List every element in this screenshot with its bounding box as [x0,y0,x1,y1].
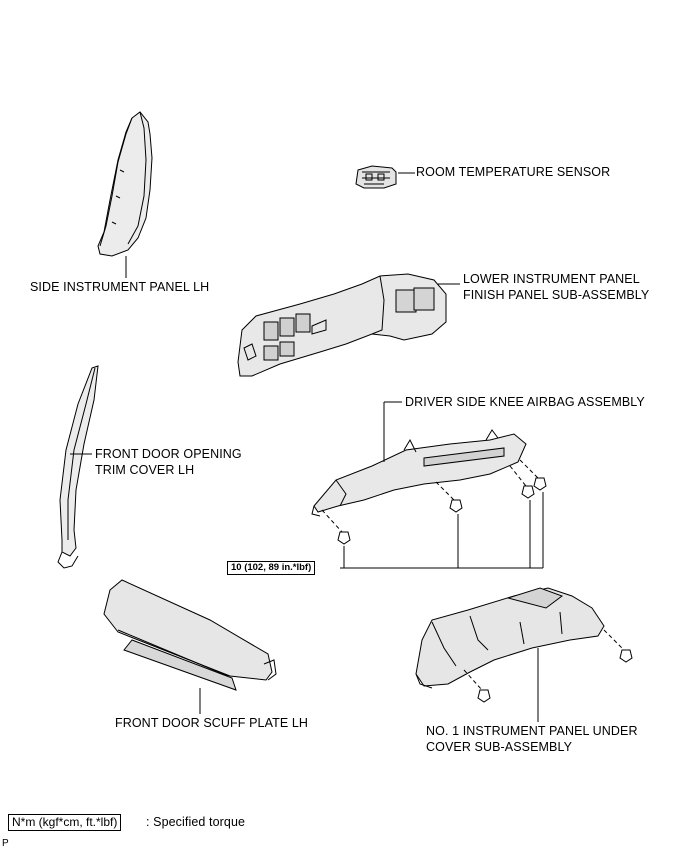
room-temperature-sensor-drawing [355,165,397,189]
under-cover-bolt-dashes [463,629,625,691]
label-scuff-plate: FRONT DOOR SCUFF PLATE LH [115,716,309,730]
label-under-cover-line1: NO. 1 INSTRUMENT PANEL UNDER [426,724,638,738]
label-side-instrument-panel-lh: SIDE INSTRUMENT PANEL LH [30,280,210,294]
label-room-temperature-sensor: ROOM TEMPERATURE SENSOR [416,165,611,179]
label-knee-airbag: DRIVER SIDE KNEE AIRBAG ASSEMBLY [405,395,645,409]
side-instrument-panel-drawing [97,111,153,257]
knee-airbag-drawing [311,429,527,517]
leader-lines [70,172,539,722]
label-under-cover-line2: COVER SUB-ASSEMBLY [426,740,573,754]
label-door-trim-line1: FRONT DOOR OPENING [95,447,242,461]
front-door-trim-cover-drawing [57,365,99,569]
label-door-trim-line2: TRIM COVER LH [95,463,195,477]
legend-text: : Specified torque [146,815,246,829]
knee-airbag-bolt-dashes [321,459,539,533]
legend-unit-box: N*m (kgf*cm, ft.*lbf) [8,814,122,831]
label-lower-finish-panel-line2: FINISH PANEL SUB-ASSEMBLY [463,288,650,302]
lower-finish-panel-drawing [237,273,447,377]
footer-code: P [2,838,9,849]
knee-airbag-bolts [337,477,547,545]
under-cover-bolts [477,649,633,703]
torque-callout-lines [340,492,544,569]
torque-spec-box: 10 (102, 89 in.*lbf) [227,561,316,575]
under-cover-drawing [415,587,605,689]
label-lower-finish-panel-line1: LOWER INSTRUMENT PANEL [463,272,640,286]
scuff-plate-drawing [103,579,277,691]
